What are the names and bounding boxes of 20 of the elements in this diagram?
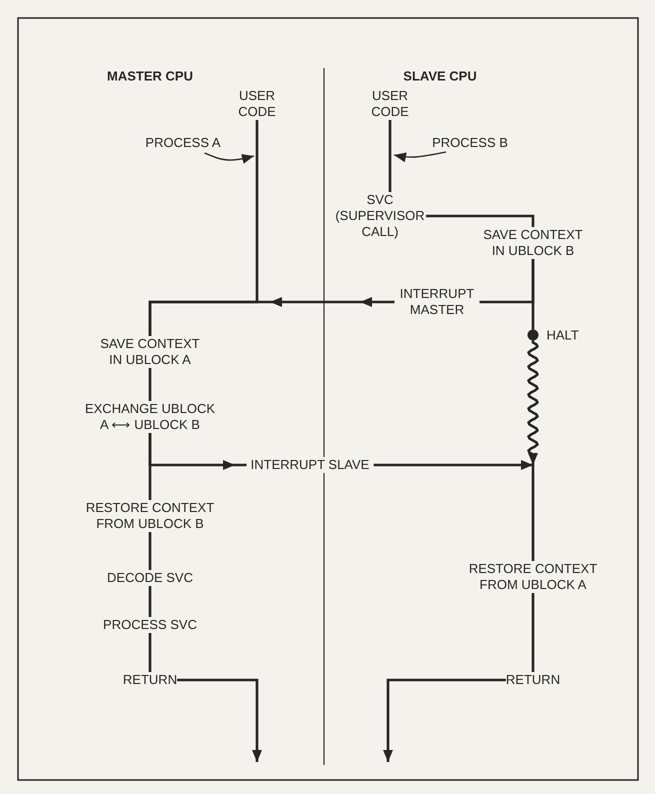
step-label: PROCESS B [432,135,508,151]
step-label: USER CODE [365,88,415,120]
state-label: HALT [546,328,579,342]
signal-label: INTERRUPT MASTER [394,286,480,318]
step-label: RESTORE CONTEXT FROM UBLOCK A [458,561,608,593]
column-heading: SLAVE CPU [403,68,477,84]
step-label: RESTORE CONTEXT FROM UBLOCK B [75,500,225,532]
step-label: RETURN [506,672,560,688]
step-label: PROCESS SVC [103,617,197,633]
step-label: PROCESS A [145,135,221,151]
step-label: RETURN [122,672,178,688]
step-label: SAVE CONTEXT IN UBLOCK A [95,336,205,368]
step-label: EXCHANGE UBLOCK A ⟷ UBLOCK B [65,401,235,433]
signal-label: INTERRUPT SLAVE [246,457,374,473]
step-label: DECODE SVC [107,570,193,586]
step-label: SAVE CONTEXT IN UBLOCK B [477,227,589,259]
column-heading: MASTER CPU [107,68,193,84]
step-label: SVC (SUPERVISOR CALL) [334,192,426,240]
step-label: USER CODE [232,88,282,120]
halt-dot [528,330,538,340]
